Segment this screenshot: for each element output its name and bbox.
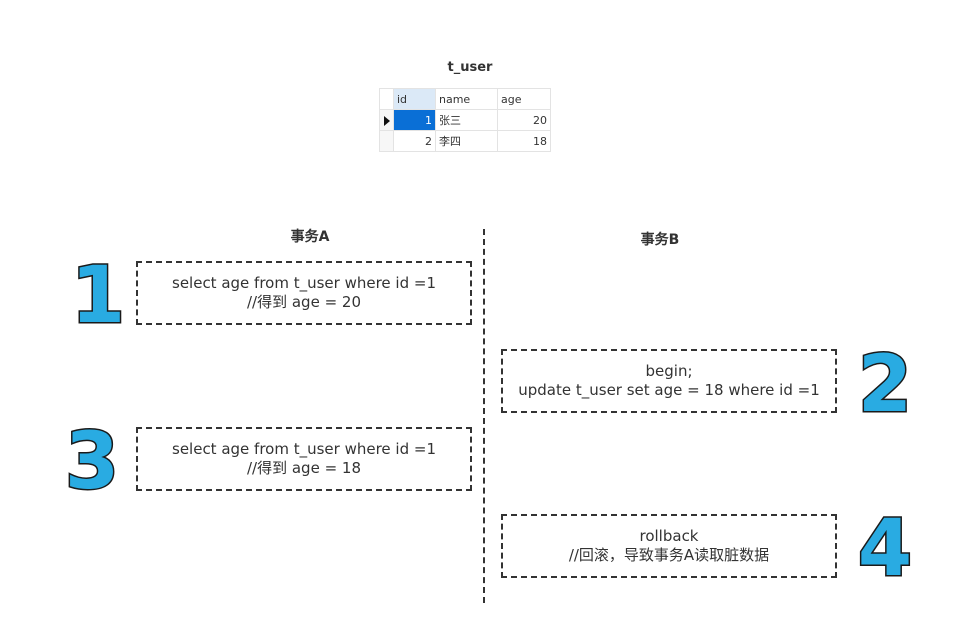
- cell-id[interactable]: 1: [393, 109, 436, 131]
- table-title: t_user: [447, 60, 493, 75]
- cell-name[interactable]: 李四: [435, 130, 498, 152]
- column-header-id[interactable]: id: [393, 88, 436, 110]
- cell-id[interactable]: 2: [393, 130, 436, 152]
- svg-text:2: 2: [858, 340, 912, 419]
- table-row[interactable]: 2 李四 18: [379, 130, 551, 152]
- cell-name[interactable]: 张三: [435, 109, 498, 131]
- row-pointer-icon: [383, 115, 390, 126]
- step-4-box: rollback //回滚，导致事务A读取脏数据: [501, 514, 837, 578]
- step-4-line-2: //回滚，导致事务A读取脏数据: [568, 546, 770, 564]
- svg-text:1: 1: [71, 251, 125, 330]
- row-indicator-header: [379, 88, 394, 110]
- cell-age[interactable]: 20: [497, 109, 551, 131]
- svg-text:3: 3: [65, 417, 119, 496]
- step-2-line-1: begin;: [645, 362, 693, 380]
- step-4-number: 4: [856, 503, 913, 583]
- table-row[interactable]: 1 张三 20: [379, 109, 551, 131]
- step-1-line-1: select age from t_user where id =1: [172, 274, 436, 292]
- step-1-line-2: //得到 age = 20: [246, 293, 361, 311]
- column-header-name[interactable]: name: [435, 88, 498, 110]
- row-indicator: [379, 130, 394, 152]
- step-2-box: begin; update t_user set age = 18 where …: [501, 349, 837, 413]
- cell-age[interactable]: 18: [497, 130, 551, 152]
- step-3-line-1: select age from t_user where id =1: [172, 440, 436, 458]
- grid-header-row: id name age: [379, 88, 551, 110]
- timeline-divider: [483, 229, 485, 603]
- current-row-indicator: [379, 109, 394, 131]
- step-2-line-2: update t_user set age = 18 where id =1: [518, 381, 820, 399]
- step-3-line-2: //得到 age = 18: [246, 459, 361, 477]
- column-header-age[interactable]: age: [497, 88, 551, 110]
- step-1-box: select age from t_user where id =1 //得到 …: [136, 261, 472, 325]
- step-1-number: 1: [69, 250, 126, 330]
- step-2-number: 2: [856, 339, 913, 419]
- transaction-a-header: 事务A: [290, 229, 330, 245]
- step-4-line-1: rollback: [639, 527, 699, 545]
- step-3-number: 3: [63, 416, 120, 496]
- data-grid: id name age 1 张三 20 2 李四 18: [379, 88, 551, 152]
- step-3-box: select age from t_user where id =1 //得到 …: [136, 427, 472, 491]
- svg-text:4: 4: [858, 504, 912, 583]
- transaction-b-header: 事务B: [640, 232, 680, 248]
